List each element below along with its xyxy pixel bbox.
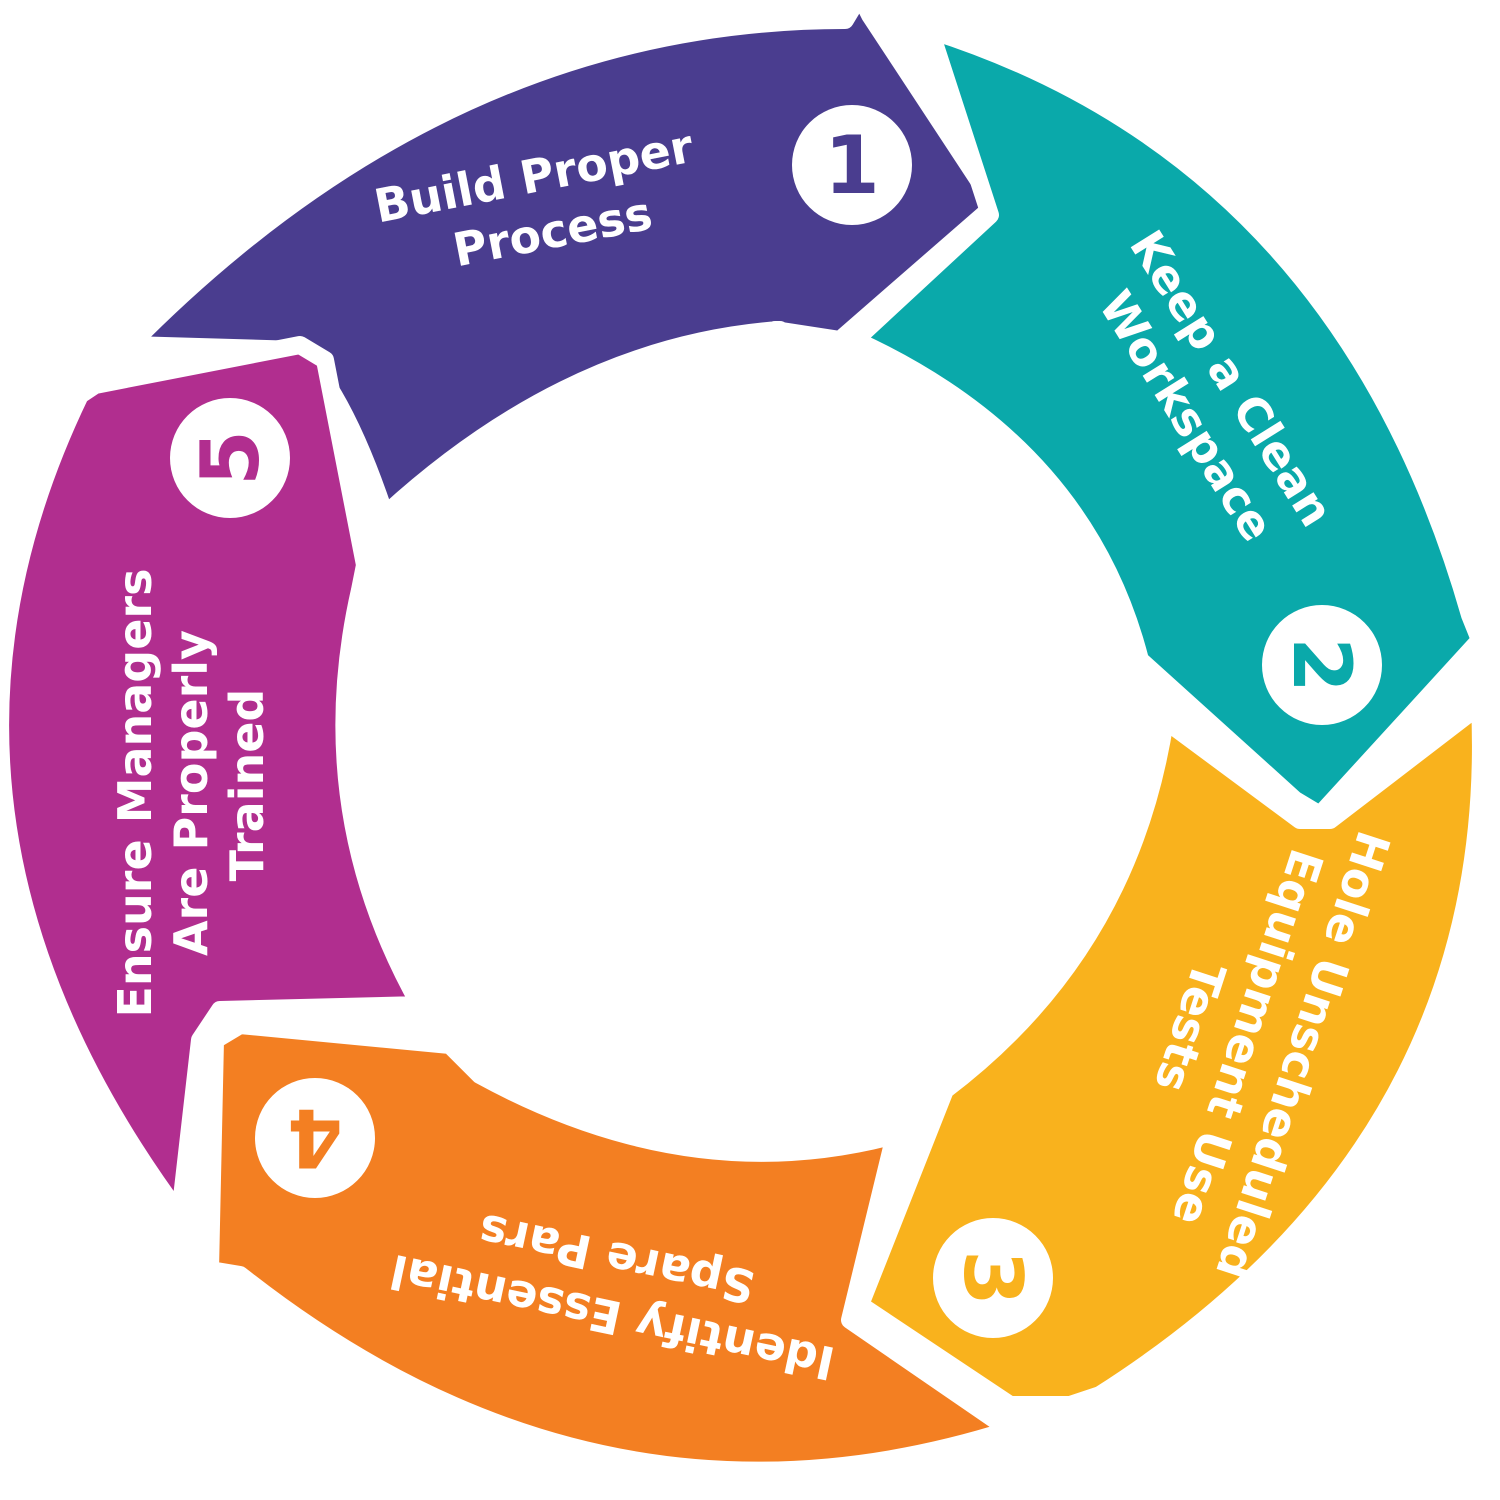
- step-4-arrow-segment: [201, 1016, 1019, 1480]
- step-5: 5 Ensure Managers Are Properly Trained: [0, 336, 429, 1224]
- step-1-number-badge: [792, 105, 912, 225]
- step-5-label-line-3: Trained: [220, 689, 274, 882]
- step-3-number-badge: [933, 1218, 1053, 1338]
- step-1: 1 Build Proper Process: [121, 0, 1004, 524]
- step-4-number: 4: [287, 1091, 343, 1184]
- step-4: 4 Identify Essential Spare Pars: [201, 1016, 1019, 1480]
- step-4-number-badge: [255, 1078, 375, 1198]
- step-1-arrow-segment: [121, 0, 1004, 524]
- step-5-label-line-2: Are Properly: [164, 630, 218, 956]
- step-2-number: 2: [1275, 637, 1368, 693]
- step-2-number-badge: [1262, 605, 1382, 725]
- step-3-number: 3: [946, 1250, 1039, 1306]
- step-1-number: 1: [824, 119, 880, 212]
- step-2: 2 Keep a Clean Workspace: [846, 21, 1489, 824]
- step-5-arrow-segment: [0, 336, 429, 1224]
- step-5-label-line-1: Ensure Managers: [108, 569, 162, 1018]
- step-5-number-badge: [170, 398, 290, 518]
- step-5-label: Ensure Managers Are Properly Trained: [108, 552, 274, 1017]
- step-5-number: 5: [184, 430, 277, 486]
- step-3: 3 Hole Unscheduled Equipment Use Tests: [851, 696, 1490, 1414]
